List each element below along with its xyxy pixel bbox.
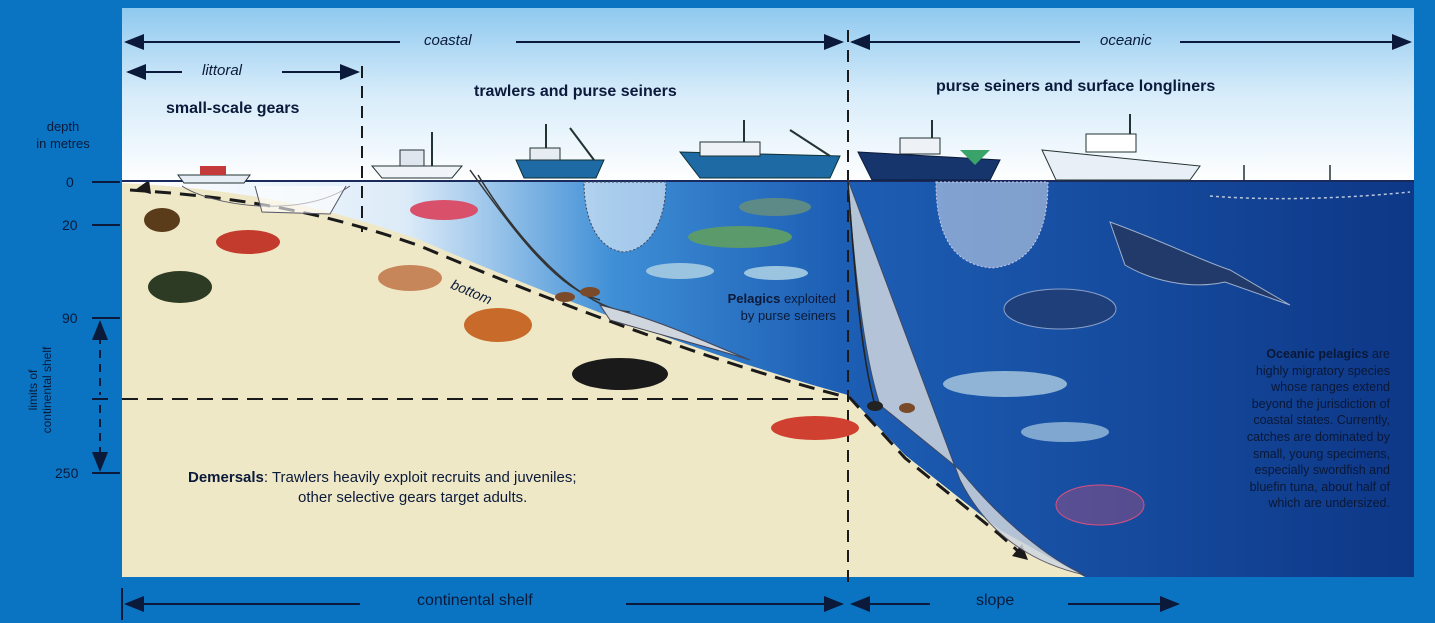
demersals-line2: other selective gears target adults. <box>188 488 577 508</box>
scorpionfish-icon <box>216 230 280 254</box>
depth-tick-label-20: 20 <box>62 217 78 233</box>
pelagics-rest: exploited <box>780 291 836 306</box>
trawl-door-2 <box>580 287 600 297</box>
trawl-door-1 <box>555 292 575 302</box>
littoral-label: littoral <box>202 62 242 79</box>
oceanic-pelagics-line: beyond the jurisdiction of <box>1170 396 1390 413</box>
shelf-limits-line1: limits of <box>26 320 40 460</box>
oceanic-pelagics-line: especially swordfish and <box>1170 462 1390 479</box>
continental-shelf-label: continental shelf <box>417 592 533 610</box>
bluefin-tuna-icon <box>1004 289 1116 329</box>
oceanic-pelagics-line: bluefin tuna, about half of <box>1170 479 1390 496</box>
oceanic-gears-heading: purse seiners and surface longliners <box>936 78 1215 96</box>
sardine-icon-2 <box>744 266 808 280</box>
cuttlefish-icon <box>148 271 212 303</box>
oceanic-pelagics-line: highly migratory species <box>1170 363 1390 380</box>
depth-tick-label-0: 0 <box>66 174 74 190</box>
oceanic-pelagics-line: whose ranges extend <box>1170 379 1390 396</box>
coastal-label: coastal <box>424 32 472 49</box>
mackerel-icon-2 <box>688 226 792 248</box>
demersals-bold: Demersals <box>188 469 264 486</box>
continental-shelf-limits-label: limits of continental shelf <box>26 320 54 460</box>
oceanic-pelagics-line: coastal states. Currently, <box>1170 412 1390 429</box>
depth-title-line1: depth <box>22 118 104 135</box>
octopus-icon <box>464 308 532 342</box>
shelf-limits-line2: continental shelf <box>40 320 54 460</box>
small-scale-gears-heading: small-scale gears <box>166 100 299 118</box>
pelagics-bold: Pelagics <box>728 291 781 306</box>
trawl-door-4 <box>899 403 915 413</box>
sardine-icon-1 <box>646 263 714 279</box>
squid-icon <box>1056 485 1144 525</box>
demersals-line1: : Trawlers heavily exploit recruits and … <box>264 469 577 486</box>
pelagics-annotation: Pelagics exploited by purse seiners <box>704 290 836 324</box>
oceanic-label: oceanic <box>1100 32 1152 49</box>
shrimp-icon <box>378 265 442 291</box>
oceanic-pelagics-line: catches are dominated by <box>1170 429 1390 446</box>
oceanic-pelagics-annotation: Oceanic pelagics are highly migratory sp… <box>1170 346 1390 512</box>
oceanic-pelagics-line: which are undersized. <box>1170 495 1390 512</box>
demersals-annotation: Demersals: Trawlers heavily exploit recr… <box>188 468 577 508</box>
depth-axis-title: depth in metres <box>22 118 104 152</box>
slope-label: slope <box>976 592 1014 610</box>
sole-icon <box>572 358 668 390</box>
red-mullet-icon <box>410 200 478 220</box>
red-shrimp-icon <box>771 416 859 440</box>
mackerel-icon-1 <box>739 198 811 216</box>
bonito-icon <box>1021 422 1109 442</box>
depth-tick-label-250: 250 <box>55 465 78 481</box>
oceanic-pelagics-line: small, young specimens, <box>1170 446 1390 463</box>
depth-title-line2: in metres <box>22 135 104 152</box>
albacore-icon <box>943 371 1067 397</box>
pelagics-line2: by purse seiners <box>704 307 836 324</box>
oceanic-pelagics-line1: are <box>1368 347 1390 361</box>
bivalve-icon <box>144 208 180 232</box>
depth-tick-label-90: 90 <box>62 310 78 326</box>
oceanic-pelagics-bold: Oceanic pelagics <box>1266 347 1368 361</box>
trawl-door-3 <box>867 401 883 411</box>
trawlers-heading: trawlers and purse seiners <box>474 83 677 101</box>
